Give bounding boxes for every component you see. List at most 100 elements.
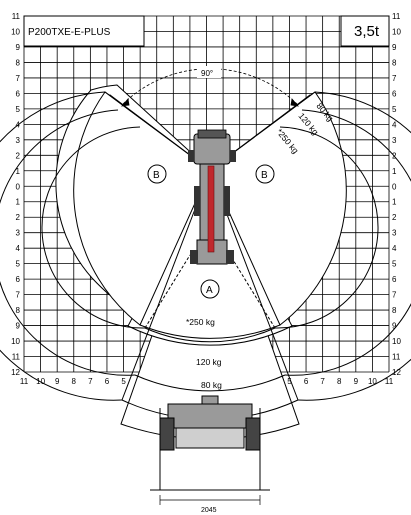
rear-wheel-right (245, 417, 261, 451)
y-right-label-7: 4 (392, 120, 397, 129)
rear-lower (175, 427, 245, 449)
y-right-label-22: 11 (392, 353, 401, 362)
capacity-label: 3,5t (354, 23, 380, 40)
x-label-20: 9 (354, 377, 359, 386)
y-right-label-1: 10 (392, 27, 401, 36)
x-label-2: 9 (55, 377, 60, 386)
machine-wheel-fr (230, 150, 236, 162)
svg-text:A: A (206, 285, 213, 296)
machine-top-view (188, 129, 236, 265)
y-right-label-23: 12 (392, 368, 401, 377)
load-front-250: *250 kg (186, 317, 215, 327)
x-label-18: 7 (320, 377, 325, 386)
x-label-21: 10 (368, 377, 377, 386)
y-left-label-18: 7 (16, 291, 21, 300)
x-label-4: 7 (88, 377, 93, 386)
boom (207, 165, 215, 253)
y-right-label-15: 4 (392, 244, 397, 253)
y-left-label-6: 5 (16, 105, 21, 114)
y-left-label-20: 9 (16, 322, 21, 331)
x-label-3: 8 (72, 377, 77, 386)
load-front-80: 80 kg (201, 380, 222, 390)
x-label-0: 11 (20, 377, 29, 386)
dimension-line (159, 495, 261, 505)
y-right-label-14: 3 (392, 229, 397, 238)
y-right-label-5: 6 (392, 89, 397, 98)
envelope (55, 84, 347, 440)
y-right-label-11: 0 (392, 182, 397, 191)
y-right-label-4: 7 (392, 74, 397, 83)
model-label: P200TXE-E-PLUS (28, 27, 111, 38)
y-left-label-16: 5 (16, 260, 21, 269)
y-right-label-20: 9 (392, 322, 397, 331)
arc-120-bottom (134, 374, 286, 392)
y-right-label-16: 5 (392, 260, 397, 269)
zone-a: A (200, 279, 220, 299)
machine-wheel-fl (188, 150, 194, 162)
arc-80-right (297, 91, 411, 401)
y-right-label-17: 6 (392, 275, 397, 284)
fan-right (209, 91, 347, 326)
x-label-5: 6 (105, 377, 110, 386)
svg-text:B: B (261, 170, 268, 181)
rear-body (167, 403, 253, 429)
y-right-label-10: 1 (392, 167, 397, 176)
y-left-label-19: 8 (16, 306, 21, 315)
y-right-label-13: 2 (392, 213, 397, 222)
y-left-label-10: 1 (16, 167, 21, 176)
x-label-19: 8 (337, 377, 342, 386)
angle-arrow-left (121, 98, 130, 107)
svg-text:B: B (153, 170, 160, 181)
y-right-label-12: 1 (392, 198, 397, 207)
zone-a-left (144, 254, 191, 329)
y-left-label-13: 2 (16, 213, 21, 222)
y-right-label-19: 8 (392, 306, 397, 315)
y-left-label-8: 3 (16, 136, 21, 145)
machine-cab (193, 133, 231, 165)
y-left-label-2: 9 (16, 43, 21, 52)
y-left-label-11: 0 (16, 182, 21, 191)
fan-left (73, 91, 211, 326)
rear-wheel-left (159, 417, 175, 451)
y-right-label-21: 10 (392, 337, 401, 346)
y-right-label-8: 3 (392, 136, 397, 145)
x-label-17: 6 (304, 377, 309, 386)
machine-wheel-rl (194, 186, 200, 216)
machine-rear-view (150, 395, 270, 491)
x-label-6: 5 (121, 377, 126, 386)
zone-b-right: B (255, 164, 275, 184)
zone-b-left: B (147, 164, 167, 184)
y-left-label-1: 10 (11, 27, 20, 36)
angle-arrow-right (290, 98, 299, 107)
y-right-label-6: 5 (392, 105, 397, 114)
dimension-width: 2045 (201, 507, 217, 514)
capacity-box (340, 15, 390, 47)
y-left-label-12: 1 (16, 198, 21, 207)
arc-250-bottom (144, 327, 276, 343)
y-left-label-21: 10 (11, 337, 20, 346)
y-left-label-4: 7 (16, 74, 21, 83)
arc-250-right (274, 126, 379, 329)
y-left-label-23: 12 (11, 368, 20, 377)
y-left-label-5: 6 (16, 89, 21, 98)
y-left-label-3: 8 (16, 58, 21, 67)
arc-120-right (284, 109, 411, 376)
zone-a-right (229, 254, 276, 329)
y-left-label-17: 6 (16, 275, 21, 284)
x-label-16: 5 (287, 377, 292, 386)
x-label-22: 11 (385, 377, 394, 386)
y-right-label-18: 7 (392, 291, 397, 300)
y-right-label-0: 11 (392, 12, 401, 21)
y-left-label-9: 2 (16, 151, 21, 160)
load-front-120: 120 kg (196, 357, 222, 367)
y-left-label-15: 4 (16, 244, 21, 253)
angle-label-bg (197, 66, 221, 78)
y-right-label-3: 8 (392, 58, 397, 67)
arc-80-left (0, 91, 123, 401)
angle-label: 90° (201, 69, 213, 78)
y-left-label-22: 11 (12, 353, 21, 362)
y-right-label-2: 9 (392, 43, 397, 52)
